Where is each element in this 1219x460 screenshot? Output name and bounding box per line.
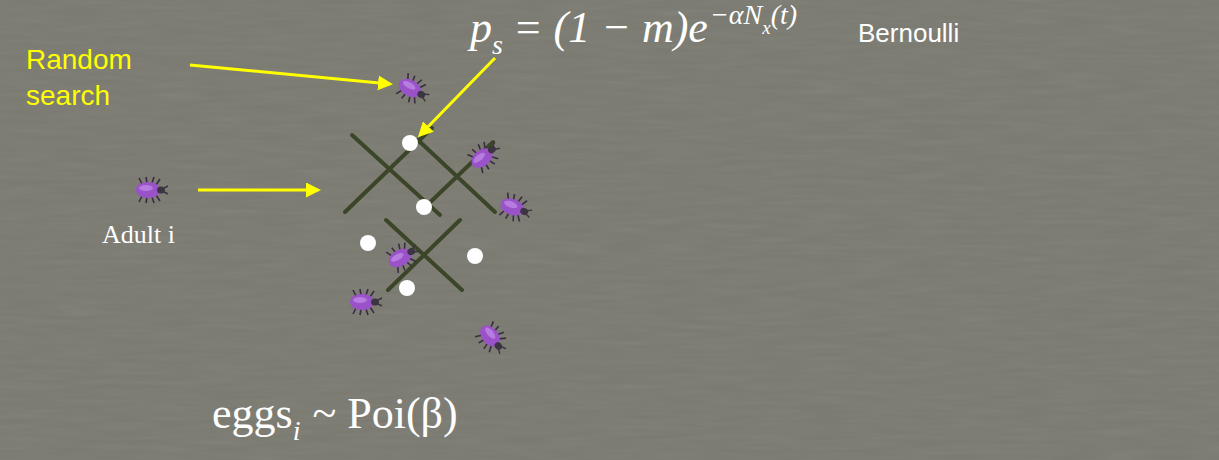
- mites: [136, 71, 535, 360]
- formula-term: eggs: [212, 392, 293, 436]
- formula-exponent: (t): [771, 1, 797, 29]
- callout-label: Random search: [26, 42, 176, 115]
- formula-subscript: s: [492, 31, 503, 59]
- formula: ps= (1 − m)e−αNx(t): [470, 6, 797, 50]
- callout-group: Random search: [26, 42, 176, 115]
- formula-subscript: x: [762, 18, 770, 37]
- formula-symbol: p: [470, 6, 492, 50]
- pointer-arrows: [190, 58, 495, 190]
- formula-term: = (1 − m)e: [513, 6, 708, 50]
- formula-exponent: −αN: [710, 1, 762, 29]
- distribution-label: Bernoulli: [858, 20, 959, 46]
- formula-subscript: i: [293, 417, 301, 445]
- note-group: Bernoulli: [858, 20, 959, 46]
- formula-term: ~ Poi(β): [312, 392, 457, 436]
- formula: eggsi~ Poi(β): [212, 392, 458, 436]
- eggs-dots: [360, 135, 483, 296]
- callout-label: Adult i: [102, 222, 175, 248]
- callout-group: Adult i: [102, 222, 175, 248]
- lattice: [345, 128, 495, 290]
